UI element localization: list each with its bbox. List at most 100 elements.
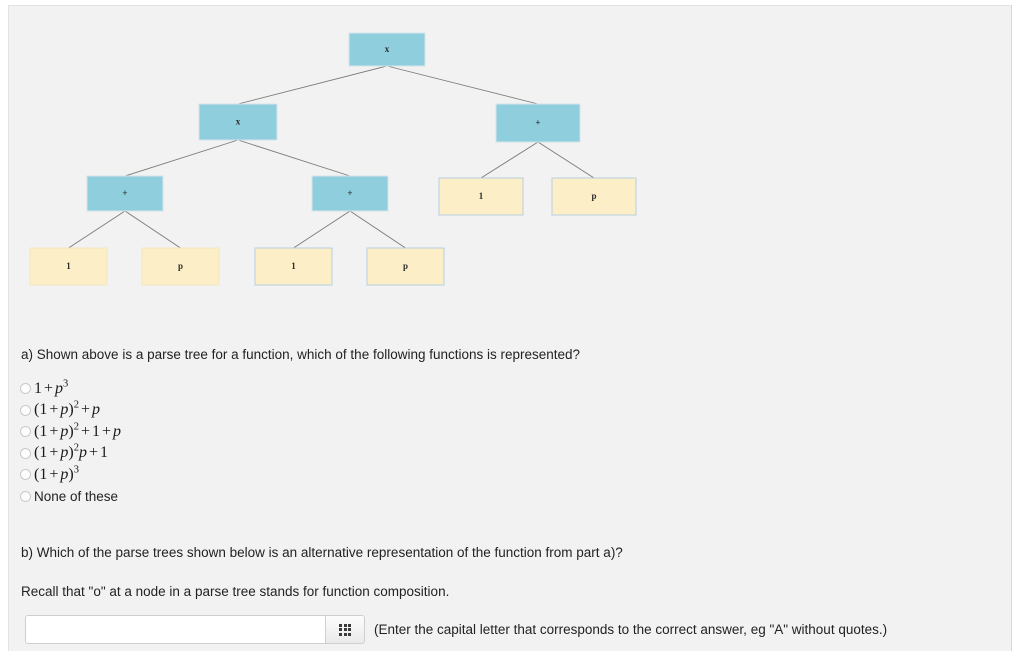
grid-3x3-icon [339,623,351,636]
math-token-var: p [60,444,69,462]
radio-opt-1[interactable] [20,383,31,395]
math-token-var: p [78,444,87,462]
math-token-paren: ) [68,444,74,462]
radio-opt-4[interactable] [20,447,31,459]
tree-edge [68,210,126,249]
math-token-var: p [91,401,100,419]
math-token-op: + [49,401,59,419]
part-b-question: b) Which of the parse trees shown below … [21,545,623,560]
tree-node-l3d: p [366,247,445,286]
tree-node-l3b: p [141,247,220,286]
answer-row: (Enter the capital letter that correspon… [25,615,887,644]
math-token-paren: ( [34,465,40,483]
radio-opt-6[interactable] [20,490,31,502]
tree-node-box [198,103,278,141]
tree-edge-layer [68,65,595,249]
option-label: 1+p3 [34,378,69,397]
tree-node-r1: + [495,103,581,143]
tree-node-box [438,177,524,216]
math-token-paren: ( [34,422,40,440]
tree-node-box [86,175,164,212]
tree-node-label: p [591,191,596,201]
tree-node-label: x [236,117,241,127]
tree-edge [386,65,539,105]
tree-node-label: + [347,188,352,198]
radio-opt-5[interactable] [20,469,31,481]
math-token-op: + [101,422,111,440]
tree-node-label: p [178,261,183,271]
part-a-question: a) Shown above is a parse tree for a fun… [21,347,581,362]
option-label: (1+p)3 [34,464,79,483]
option-label: (1+p)2+1+p [34,421,121,440]
option-label: (1+p)2p+1 [34,443,108,462]
tree-node-label: + [122,188,127,198]
tree-node-box [141,247,220,286]
math-token-op: + [49,465,59,483]
math-token-var: p [60,401,69,419]
tree-node-box [348,32,426,67]
math-token-sup: 2 [73,399,79,411]
math-token-sup: 3 [63,378,69,390]
tree-node-box [254,247,333,286]
tree-node-box [551,177,637,216]
tree-node-r2a: 1 [438,177,524,216]
option-row[interactable]: (1+p)2+1+p [20,421,440,443]
tree-edge [349,210,406,249]
tree-edge [237,139,351,177]
tree-edge [124,139,239,177]
math-token-paren: ) [68,422,74,440]
tree-edge [237,65,388,105]
tree-node-label: 1 [479,191,484,201]
tree-node-l2a: + [86,175,164,212]
part-b-recall-note: Recall that "o" at a node in a parse tre… [21,584,450,599]
tree-node-l2b: + [311,175,389,212]
tree-node-l3c: 1 [254,247,333,286]
radio-opt-2[interactable] [20,404,31,416]
math-token-op: + [49,422,59,440]
answer-hint-text: (Enter the capital letter that correspon… [374,622,888,637]
math-token-var: p [60,465,69,483]
math-token-var: p [55,379,64,397]
option-label: None of these [34,488,119,504]
radio-opt-3[interactable] [20,426,31,438]
math-token-num: 1 [34,379,42,397]
option-row[interactable]: (1+p)3 [20,464,440,486]
math-token-num: 1 [39,465,48,483]
option-row[interactable]: (1+p)2+p [20,400,440,422]
option-row[interactable]: None of these [20,486,440,508]
tree-node-l1: x [198,103,278,141]
tree-edge [480,141,539,179]
math-keypad-button[interactable] [325,615,365,644]
math-token-op: + [49,444,59,462]
tree-node-label: x [385,44,390,54]
math-token-sup: 3 [73,464,79,476]
tree-node-label: p [403,261,408,271]
tree-node-box [311,175,389,212]
math-token-sup: 2 [73,421,79,433]
math-token-op: + [80,422,90,440]
tree-node-root: x [348,32,426,67]
math-token-num: 1 [99,444,108,462]
option-label: (1+p)2+p [34,399,100,419]
math-token-paren: ( [34,444,40,462]
option-row[interactable]: (1+p)2p+1 [20,443,440,465]
math-token-num: 1 [39,444,48,462]
tree-node-box [495,103,581,143]
tree-edge [537,141,595,179]
math-token-num: 1 [39,422,48,440]
math-token-num: 1 [39,401,48,419]
answer-input[interactable] [25,615,325,644]
math-token-op: + [88,444,98,462]
tree-edge [293,210,351,249]
math-token-paren: ) [68,401,74,419]
math-token-num: 1 [91,422,100,440]
tree-edge [124,210,181,249]
math-token-paren: ( [34,401,40,419]
tree-node-label: 1 [291,261,296,271]
tree-node-label: + [535,118,540,128]
option-row[interactable]: 1+p3 [20,378,440,400]
